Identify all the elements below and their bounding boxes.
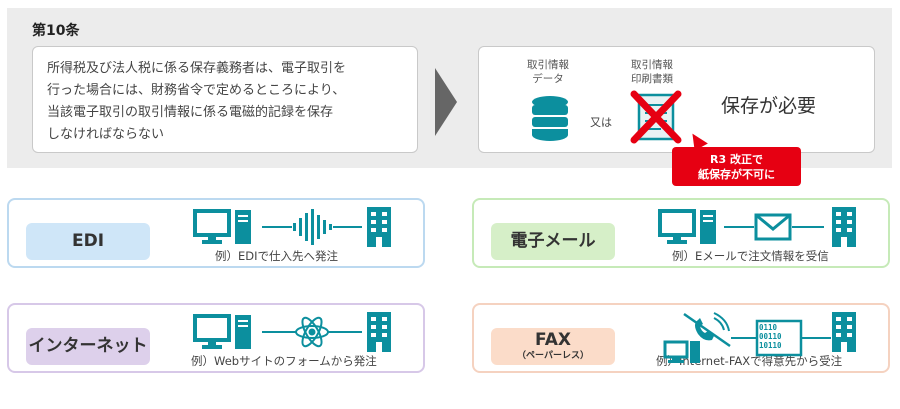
atom-icon [262, 316, 362, 348]
save-required-text: 保存が必要 [721, 95, 817, 117]
computer-icon [193, 209, 251, 244]
waveform-icon [262, 209, 362, 245]
print-label: 取引情報 印刷書類 [631, 59, 673, 85]
envelope-icon [724, 213, 824, 241]
phone-icon [683, 312, 731, 348]
computer-icon [658, 209, 716, 244]
edi-example: 例）EDIで仕入先へ発注 [215, 249, 339, 263]
building-icon [832, 312, 856, 352]
provision-line: 当該電子取引の取引情報に係る電磁的記録を保存 [47, 105, 334, 120]
article-title: 第10条 [32, 23, 80, 39]
computer-icon [193, 314, 251, 349]
database-icon [532, 96, 568, 141]
internet-label: インターネット [26, 328, 150, 365]
fax-label: FAX （ペーパーレス） [491, 328, 615, 365]
revision-callout: R3 改正で 紙保存が不可に [672, 147, 801, 186]
or-text: 又は [590, 116, 612, 129]
provision-line: しなければならない [47, 127, 165, 142]
edi-label: EDI [26, 223, 150, 260]
cross-icon [630, 90, 682, 144]
computer-icon [663, 340, 700, 363]
building-icon [832, 207, 856, 247]
fax-sub-label: （ペーパーレス） [517, 351, 589, 361]
provision-line: 所得税及び法人税に係る保存義務者は、電子取引を [47, 61, 347, 76]
building-icon [367, 207, 391, 247]
provision-line: 行った場合には、財務省令で定めるところにより、 [47, 83, 346, 98]
data-label: 取引情報 データ [527, 59, 569, 85]
binary-icon [731, 319, 831, 357]
right-arrow-icon [435, 68, 457, 136]
building-icon [367, 312, 391, 352]
fax-example: 例）Internet-FAXで得意先から受注 [656, 354, 843, 368]
internet-example: 例）Webサイトのフォームから発注 [191, 354, 377, 368]
card-edi: EDI 例）EDIで仕入先へ発注 [7, 198, 425, 268]
email-example: 例）Eメールで注文情報を受信 [672, 249, 829, 263]
email-label: 電子メール [491, 223, 615, 260]
binary-text: 0110 00110 10110 [759, 323, 782, 350]
provision-text: 所得税及び法人税に係る保存義務者は、電子取引を 行った場合には、財務省令で定める… [32, 46, 418, 153]
